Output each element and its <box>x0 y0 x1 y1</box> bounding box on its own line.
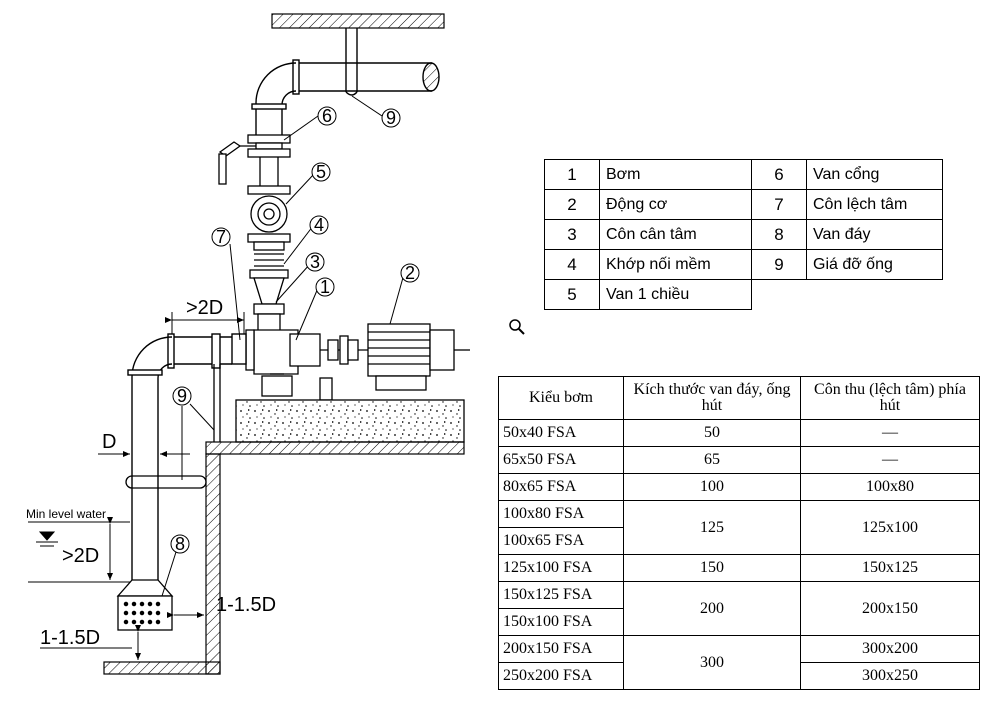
table-row: 250x200 FSA 300x250 <box>498 662 980 690</box>
table-row: 100x65 FSA <box>498 527 980 555</box>
callout-9-side: 9 <box>172 386 192 406</box>
discharge-pipe <box>251 59 440 135</box>
magnifier-icon[interactable] <box>508 318 526 336</box>
callout-leaders <box>161 95 405 597</box>
pipe-support-top <box>345 28 358 96</box>
svg-text:9: 9 <box>386 108 396 128</box>
legend-row: 4 Khớp nối mềm 9 Giá đỡ ống <box>544 249 943 280</box>
ceiling <box>271 13 445 29</box>
pipe-support-side <box>125 364 221 489</box>
legend-table: 1 Bơm 6 Van cổng 2 Động cơ 7 Côn lệch tâ… <box>544 159 943 310</box>
callout-3: 3 <box>305 252 325 272</box>
header-valve-size: Kích thước van đáy, ống hút <box>623 376 801 420</box>
callout-7: 7 <box>211 227 231 247</box>
table-row: 65x50 FSA 65 — <box>498 446 980 474</box>
callout-9-top: 9 <box>381 108 401 128</box>
spec-header-row: Kiểu bơm Kích thước van đáy, ống hút Côn… <box>498 376 980 420</box>
foot-valve <box>116 579 174 631</box>
svg-text:7: 7 <box>216 227 226 247</box>
legend-row: 2 Động cơ 7 Côn lệch tâm <box>544 189 943 220</box>
header-pump-type: Kiểu bơm <box>498 376 624 420</box>
table-row: 100x80 FSA 125 125x100 <box>498 500 980 555</box>
svg-text:9: 9 <box>177 386 187 406</box>
min-level-label: Min level water <box>26 507 106 521</box>
svg-text:4: 4 <box>314 215 324 235</box>
dim-1-1-5d-right: 1-1.5D <box>216 594 276 616</box>
sump-walls <box>103 441 465 675</box>
header-reducer: Côn thu (lệch tâm) phía hút <box>800 376 980 420</box>
table-row: 50x40 FSA 50 — <box>498 419 980 447</box>
suction-pipe <box>127 333 247 580</box>
callout-2: 2 <box>400 263 420 283</box>
svg-text:3: 3 <box>310 252 320 272</box>
foundation <box>235 399 465 443</box>
legend-row: 5 Van 1 chiều <box>544 279 943 310</box>
callout-5: 5 <box>311 162 331 182</box>
svg-text:1: 1 <box>320 277 330 297</box>
svg-text:2: 2 <box>405 263 415 283</box>
dim-d: D <box>102 431 116 453</box>
dimensions <box>28 312 245 660</box>
dim-1-1-5d-bottom: 1-1.5D <box>40 627 100 649</box>
table-row: 80x65 FSA 100 100x80 <box>498 473 980 501</box>
callouts: 6 5 4 3 1 2 7 9 9 8 <box>170 106 420 554</box>
callout-1: 1 <box>315 277 335 297</box>
callout-8: 8 <box>170 534 190 554</box>
dim-gt2d-top: >2D <box>186 297 223 319</box>
spec-table: Kiểu bơm Kích thước van đáy, ống hút Côn… <box>498 376 980 690</box>
dim-gt2d-left: >2D <box>62 545 99 567</box>
table-row: 200x150 FSA 300 300x200 <box>498 635 980 690</box>
callout-4: 4 <box>309 215 329 235</box>
callout-6: 6 <box>317 106 337 126</box>
svg-text:5: 5 <box>316 162 326 182</box>
svg-text:6: 6 <box>322 106 332 126</box>
table-row: 150x125 FSA 200 200x150 <box>498 581 980 636</box>
legend-row: 1 Bơm 6 Van cổng <box>544 159 943 190</box>
table-row: 125x100 FSA 150 150x125 <box>498 554 980 582</box>
legend-row: 3 Côn cân tâm 8 Van đáy <box>544 219 943 250</box>
pump <box>245 313 368 397</box>
vertical-stack <box>218 134 291 315</box>
svg-text:8: 8 <box>175 534 185 554</box>
motor <box>319 323 470 401</box>
